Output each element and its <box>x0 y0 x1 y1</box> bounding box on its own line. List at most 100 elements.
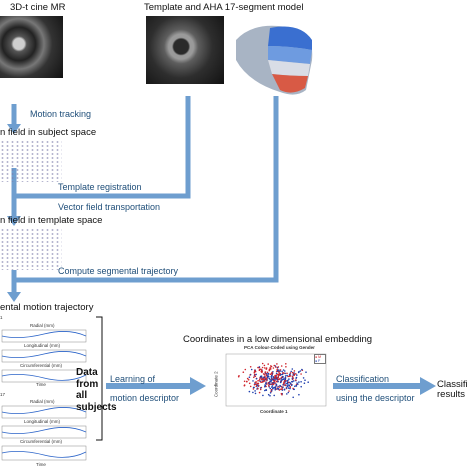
scatter-point <box>289 386 291 388</box>
step-vector-transport: Vector field transportation <box>58 202 161 212</box>
scatter-point <box>269 373 272 375</box>
scatter-point <box>271 379 274 381</box>
embedding-scatter: PCA Colour-Coded using Gender Coordinate… <box>210 345 330 418</box>
scatter-point <box>249 366 252 368</box>
scatter-point <box>286 372 288 375</box>
scatter-point <box>289 382 292 385</box>
plot-label: Longitudinal (mm) <box>24 343 61 348</box>
scatter-point <box>300 381 302 383</box>
scatter-point <box>259 388 262 391</box>
scatter-point <box>276 388 279 390</box>
scatter-point <box>270 376 272 378</box>
scatter-point <box>276 363 278 365</box>
scatter-point <box>255 377 258 380</box>
scatter-point <box>293 388 295 391</box>
heading-template: Template and AHA 17-segment model <box>144 2 304 13</box>
scatter-point <box>252 388 255 390</box>
scatter-point <box>273 381 275 384</box>
scatter-point <box>273 386 275 389</box>
scatter-point <box>252 391 254 394</box>
result-line: results <box>437 389 465 400</box>
scatter-point <box>262 380 265 383</box>
data-label-line: Data <box>76 367 98 378</box>
scatter-point <box>285 382 287 385</box>
scatter-point <box>258 366 261 368</box>
scatter-point <box>292 396 294 399</box>
scatter-point <box>303 382 306 384</box>
trajectory-curves <box>1 329 87 461</box>
scatter-point <box>254 375 257 377</box>
scatter-point <box>264 389 266 392</box>
scatter-point <box>280 376 283 379</box>
scatter-point <box>267 374 269 376</box>
scatter-point <box>261 378 263 381</box>
scatter-point <box>267 372 270 375</box>
scatter-point <box>282 386 284 388</box>
scatter-point <box>277 388 280 390</box>
scatter-point <box>277 376 279 378</box>
result-line: Classifi <box>437 379 468 390</box>
scatter-point <box>259 387 262 389</box>
plot-label: Circumferential (mm) <box>20 439 63 444</box>
scatter-point <box>275 374 278 376</box>
scatter-point <box>272 383 275 386</box>
scatter-point <box>285 366 287 368</box>
scatter-point <box>278 386 281 388</box>
scatter-point <box>268 369 271 372</box>
scatter-point <box>249 385 252 388</box>
step-learning-line1: Learning of <box>110 374 156 384</box>
data-bracket <box>96 316 103 441</box>
scatter-point <box>255 385 258 388</box>
scatter-point <box>279 381 282 384</box>
scatter-point <box>285 387 288 389</box>
heading-cine: 3D-t cine MR <box>10 2 66 13</box>
scatter-point <box>295 379 297 381</box>
scatter-point <box>248 382 251 385</box>
step-motion-tracking: Motion tracking <box>30 109 92 119</box>
scatter-point <box>280 373 282 376</box>
scatter-point <box>284 379 287 382</box>
scatter-point <box>253 371 256 374</box>
scatter-point <box>279 385 282 387</box>
scatter-point <box>248 376 251 378</box>
scatter-point <box>289 387 291 390</box>
heading-subject-space: n field in subject space <box>0 127 97 138</box>
legend-m: ● M <box>315 355 322 359</box>
trajectory-plots: 1 Radial (mm) Longitudinal (mm) Circumfe… <box>0 314 90 472</box>
scatter-point <box>289 381 291 384</box>
scatter-point <box>274 386 277 388</box>
scatter-point <box>270 383 273 386</box>
scatter-point <box>300 385 302 388</box>
scatter-point <box>249 374 251 376</box>
scatter-point <box>282 376 284 379</box>
scatter-point <box>258 369 261 372</box>
scatter-point <box>266 377 268 379</box>
scatter-point <box>305 371 307 373</box>
scatter-point <box>264 380 266 382</box>
plot-label: Radial (mm) <box>30 399 55 404</box>
scatter-point <box>296 382 298 384</box>
scatter-point <box>295 384 297 387</box>
scatter-point <box>265 388 267 391</box>
scatter-point <box>272 379 275 382</box>
segment-label-1: 1 <box>0 315 3 320</box>
scatter-point <box>246 377 249 380</box>
scatter-point <box>280 378 283 380</box>
scatter-point <box>270 365 272 367</box>
data-from-all-subjects: Data from all subjects <box>76 367 117 413</box>
scatter-point <box>254 390 256 392</box>
scatter-point <box>253 383 256 386</box>
scatter-point <box>254 381 257 383</box>
plot-label: Time <box>36 462 46 467</box>
scatter-point <box>293 370 296 372</box>
step-classification-line1: Classification <box>336 374 390 384</box>
scatter-point <box>264 385 266 388</box>
scatter-point <box>271 385 274 387</box>
scatter-point <box>271 386 273 388</box>
scatter-point <box>274 382 276 384</box>
scatter-point <box>282 378 285 380</box>
scatter-point <box>293 372 295 374</box>
scatter-point <box>244 368 247 371</box>
step-learning-line2: motion descriptor <box>110 393 180 403</box>
